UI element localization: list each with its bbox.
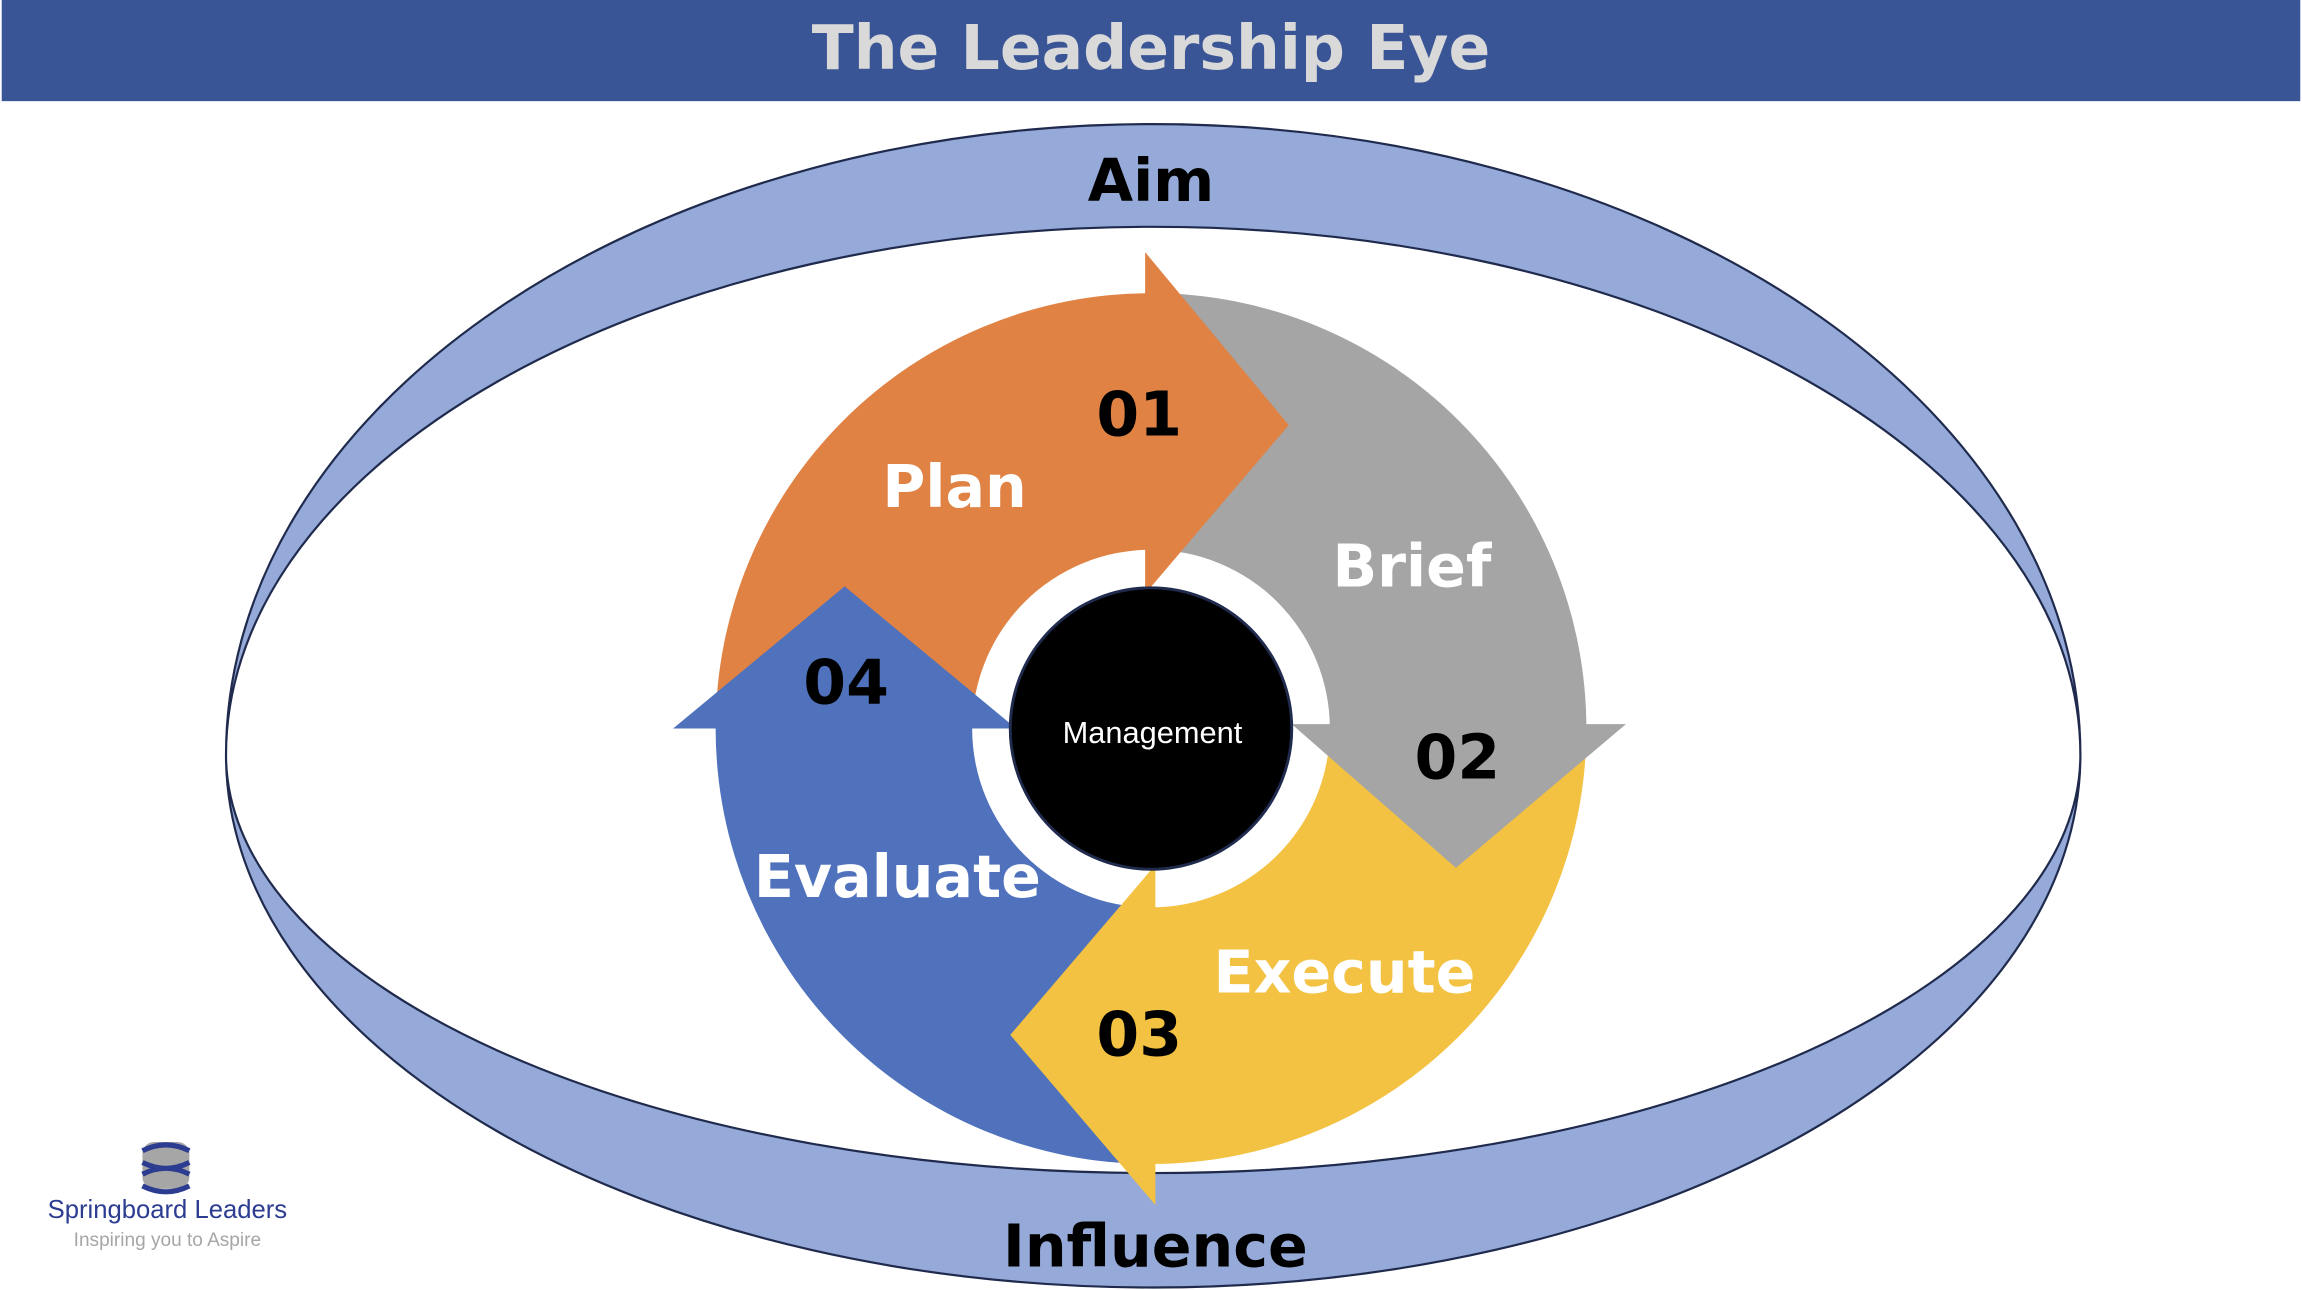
page-title: The Leadership Eye	[812, 12, 1491, 84]
step-label-brief: Brief	[1332, 532, 1492, 600]
logo-tagline: Inspiring you to Aspire	[74, 1230, 261, 1251]
step-number-02: 02	[1415, 721, 1501, 793]
brief-arrowhead	[1291, 724, 1626, 868]
eye-lower-band	[224, 754, 2082, 1289]
springboard-logo-icon	[141, 1141, 191, 1195]
influence-label: Influence	[1003, 1213, 1308, 1281]
evaluate-arrowhead	[673, 586, 1017, 729]
step-label-plan: Plan	[882, 453, 1026, 521]
step-number-04: 04	[803, 647, 889, 719]
step-number-03: 03	[1096, 998, 1182, 1070]
plan-arrowhead	[1145, 252, 1289, 594]
step-label-evaluate: Evaluate	[754, 843, 1041, 911]
management-circle	[1008, 586, 1294, 871]
logo-name: Springboard Leaders	[48, 1196, 287, 1224]
step-label-execute: Execute	[1214, 938, 1476, 1006]
aim-label: Aim	[1088, 147, 1215, 215]
header-bar	[1, 0, 2301, 102]
execute-arrowhead	[1010, 864, 1156, 1205]
step-number-01: 01	[1096, 378, 1182, 450]
management-label: Management	[1063, 715, 1243, 750]
